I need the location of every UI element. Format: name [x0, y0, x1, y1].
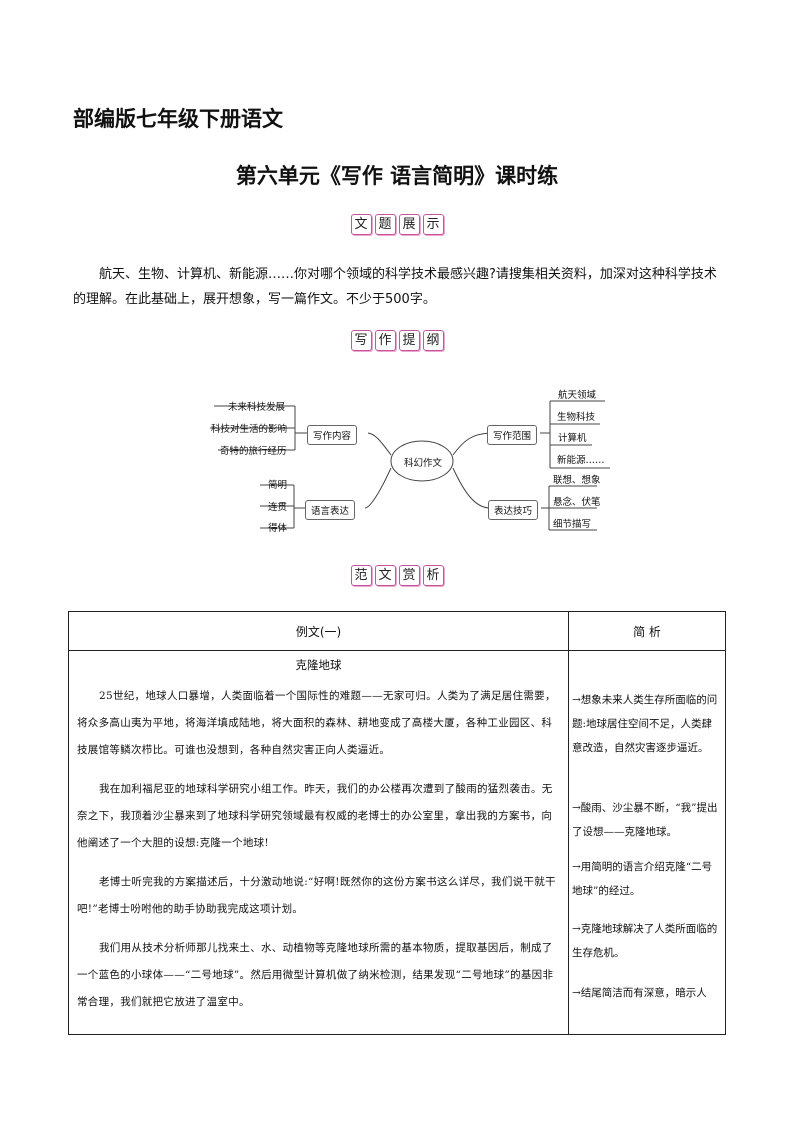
section-char: 展	[398, 214, 420, 235]
outline-mindmap: 科幻作文 写作内容 未来科技发展 科技对生活的影响 奇特的旅行经历 写作范围 航…	[200, 382, 620, 534]
mindmap-leaf: 细节描写	[553, 519, 592, 530]
notes-cell	[568, 650, 726, 1035]
mindmap-leaf: 计算机	[558, 433, 587, 444]
section-label-outline: 写 作 提 纲	[0, 330, 794, 351]
mindmap-leaf: 奇特的旅行经历	[220, 446, 287, 457]
section-char: 析	[422, 565, 444, 586]
essay-paragraph: 老博士听完我的方案描述后，十分激动地说:“好啊!既然你的这份方案书这么详尽，我们…	[77, 876, 556, 915]
section-char: 作	[374, 330, 396, 351]
mindmap-leaf: 联想、想象	[553, 475, 601, 486]
analysis-note: →结尾简洁而有深意，暗示人	[572, 987, 707, 999]
mindmap-branch-content: 写作内容	[307, 425, 358, 445]
mindmap-leaf: 科技对生活的影响	[211, 424, 288, 435]
mindmap-branch-language: 语言表达	[305, 500, 356, 520]
mindmap-leaf: 得体	[268, 523, 288, 534]
section-char: 赏	[398, 565, 420, 586]
mindmap-leaf: 未来科技发展	[228, 402, 286, 413]
section-char: 写	[350, 330, 372, 351]
essay-column-header: 例文(一)	[68, 611, 569, 651]
section-char: 范	[350, 565, 372, 586]
section-char: 示	[422, 214, 444, 235]
section-char: 题	[374, 214, 396, 235]
essay-paragraph: 我们用从技术分析师那儿找来土、水、动植物等克隆地球所需的基本物质，提取基因后，制…	[77, 942, 554, 1008]
section-char: 文	[350, 214, 372, 235]
essay-paragraph: 我在加利福尼亚的地球科学研究小组工作。昨天，我们的办公楼再次遭到了酸雨的猛烈袭击…	[77, 783, 553, 849]
notes-column-header: 简 析	[568, 611, 726, 651]
mindmap-leaf: 生物科技	[557, 412, 596, 423]
section-label-task: 文 题 展 示	[0, 214, 794, 235]
mindmap-branch-scope: 写作范围	[487, 425, 538, 445]
mindmap-center: 科幻作文	[404, 458, 443, 469]
mindmap-leaf: 航天领域	[558, 390, 597, 401]
analysis-note: →克隆地球解决了人类所面临的生存危机。	[572, 923, 718, 959]
document-header: 部编版七年级下册语文	[73, 106, 283, 131]
section-char: 提	[398, 330, 420, 351]
essay-paragraph: 25世纪，地球人口暴增，人类面临着一个国际性的难题——无家可归。人类为了满足居住…	[77, 690, 556, 756]
mindmap-connectors	[210, 400, 610, 531]
mindmap-leaf: 新能源……	[557, 455, 605, 466]
section-char: 纲	[422, 330, 444, 351]
writing-prompt: 航天、生物、计算机、新能源……你对哪个领域的科学技术最感兴趣?请搜集相关资料，加…	[73, 267, 717, 307]
mindmap-leaf: 简明	[268, 480, 288, 491]
analysis-note: →想象未来人类生存所面临的问题:地球居住空间不足，人类肆意改造，自然灾害逐步逼近…	[572, 694, 718, 754]
analysis-note: →用简明的语言介绍克隆“二号地球”的经过。	[572, 861, 713, 897]
document-title: 第六单元《写作 语言简明》课时练	[235, 163, 559, 188]
section-label-sample: 范 文 赏 析	[0, 565, 794, 586]
essay-title: 克隆地球	[295, 658, 342, 672]
analysis-note: →酸雨、沙尘暴不断，“我”提出了设想——克隆地球。	[572, 802, 718, 838]
mindmap-leaf: 连贯	[268, 502, 288, 513]
sample-essay-table: 例文(一) 简 析 克隆地球 25世纪，地球人口暴增，人类面临着一个国际性的难题…	[68, 611, 726, 1035]
essay-cell: 克隆地球 25世纪，地球人口暴增，人类面临着一个国际性的难题——无家可归。人类为…	[68, 650, 569, 1035]
mindmap-leaf: 悬念、伏笔	[553, 497, 601, 508]
mindmap-branch-skills: 表达技巧	[488, 500, 539, 520]
section-char: 文	[374, 565, 396, 586]
